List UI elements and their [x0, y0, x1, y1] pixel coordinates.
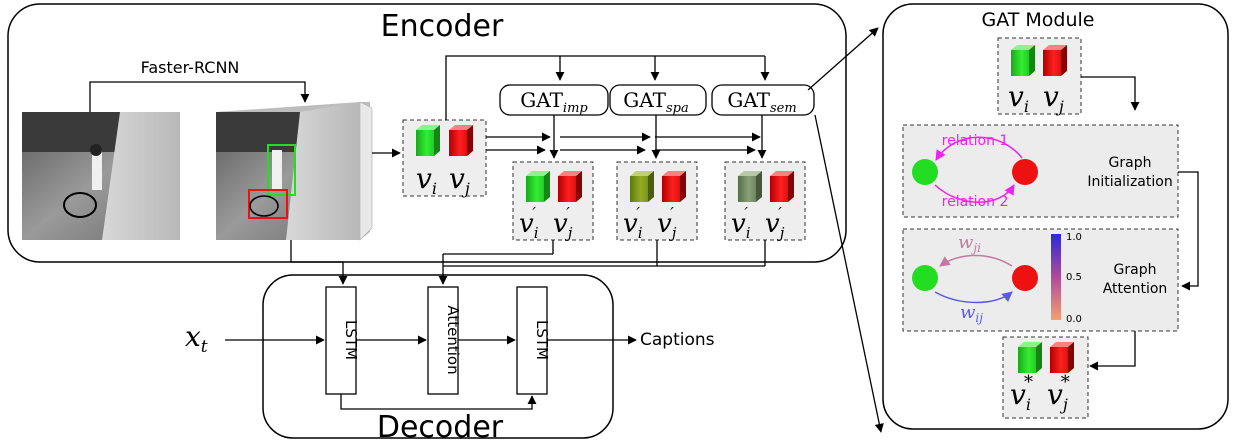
gat-sem-box: GATsem: [711, 84, 815, 116]
module-input-node-pair: vi vj: [997, 37, 1082, 116]
svg-text:GATimp: GATimp: [520, 88, 588, 116]
attn-red-node: [1012, 265, 1038, 291]
red-node-cube: [449, 125, 473, 156]
svg-text:vj′: vj′: [553, 204, 573, 242]
decoder-frame: [262, 274, 614, 439]
svg-text:vi*: vi*: [1010, 372, 1033, 414]
init-red-node: [1012, 159, 1038, 185]
svg-text:GATspa: GATspa: [623, 88, 688, 116]
graph-init-label-2: Initialization: [1087, 174, 1172, 190]
svg-text:vi′: vi′: [519, 204, 539, 242]
graph-initialization-panel: relation 1 relation 2 Graph Initializati…: [902, 124, 1179, 218]
detected-frame-image: [216, 101, 373, 241]
init-green-node: [912, 159, 938, 185]
input-frame-image: [22, 112, 180, 240]
detector-label: Faster-RCNN: [141, 58, 240, 77]
encoder-title: Encoder: [381, 9, 504, 44]
green-detection-box: [267, 144, 296, 196]
svg-text:Attention: Attention: [444, 305, 462, 374]
colorbar-tick-3: 0.0: [1066, 314, 1082, 325]
colorbar-tick-2: 0.5: [1066, 272, 1082, 283]
colorbar-tick-1: 1.0: [1066, 232, 1082, 243]
gat-imp-box: GATimp: [499, 84, 609, 116]
relation-2-label: relation 2: [942, 194, 1009, 210]
green-node-cube: [416, 125, 440, 156]
output-node-pair-spa: vi′ vj′: [616, 161, 698, 242]
svg-text:vi′: vi′: [731, 204, 751, 242]
graph-attention-label-1: Graph: [1114, 262, 1157, 278]
svg-text:vj′: vj′: [765, 204, 785, 242]
lstm-block-2: LSTM: [516, 286, 551, 395]
svg-text:vj*: vj*: [1047, 372, 1070, 414]
svg-text:vj: vj: [449, 162, 470, 198]
decoder-title: Decoder: [377, 410, 504, 445]
output-node-pair-imp: vi′ vj′: [512, 161, 594, 242]
svg-text:vi: vi: [416, 162, 437, 198]
top-bus-line: [445, 55, 765, 120]
bicycle-wheel-marker: [63, 192, 97, 218]
module-output-node-pair: vi* vj*: [1002, 336, 1089, 419]
lstm-block-1: LSTM: [325, 286, 360, 395]
svg-text:vj′: vj′: [657, 204, 677, 242]
red-detection-box: [248, 189, 288, 219]
svg-text:vj: vj: [1043, 80, 1064, 116]
detector-arrow: [89, 81, 310, 112]
svg-text:GATsem: GATsem: [727, 88, 796, 116]
decoder-input-symbol: xt: [185, 320, 208, 357]
svg-text:vi: vi: [1008, 80, 1029, 116]
attention-block: Attention: [427, 286, 462, 395]
graph-init-label-1: Graph: [1109, 155, 1152, 171]
relation-1-label: relation 1: [942, 133, 1009, 149]
graph-attention-label-2: Attention: [1103, 281, 1168, 297]
input-node-pair: vi vj: [402, 119, 487, 198]
gat-module-frame: [882, 3, 1229, 430]
attention-colorbar: [1051, 234, 1061, 320]
output-node-pair-sem: vi′ vj′: [724, 161, 806, 242]
w-ij-label: wij: [960, 302, 983, 325]
svg-text:LSTM: LSTM: [533, 320, 551, 360]
svg-text:vi′: vi′: [623, 204, 643, 242]
attn-green-node: [912, 265, 938, 291]
captions-label: Captions: [640, 330, 715, 350]
svg-text:LSTM: LSTM: [342, 320, 360, 360]
w-ji-label: wji: [958, 232, 981, 255]
gat-spa-box: GATspa: [609, 84, 707, 116]
gat-module-title: GAT Module: [982, 9, 1095, 31]
graph-attention-panel: wji wij 1.0 0.5 0.0 Graph Attention: [902, 228, 1179, 332]
encoder-frame: [7, 3, 847, 263]
